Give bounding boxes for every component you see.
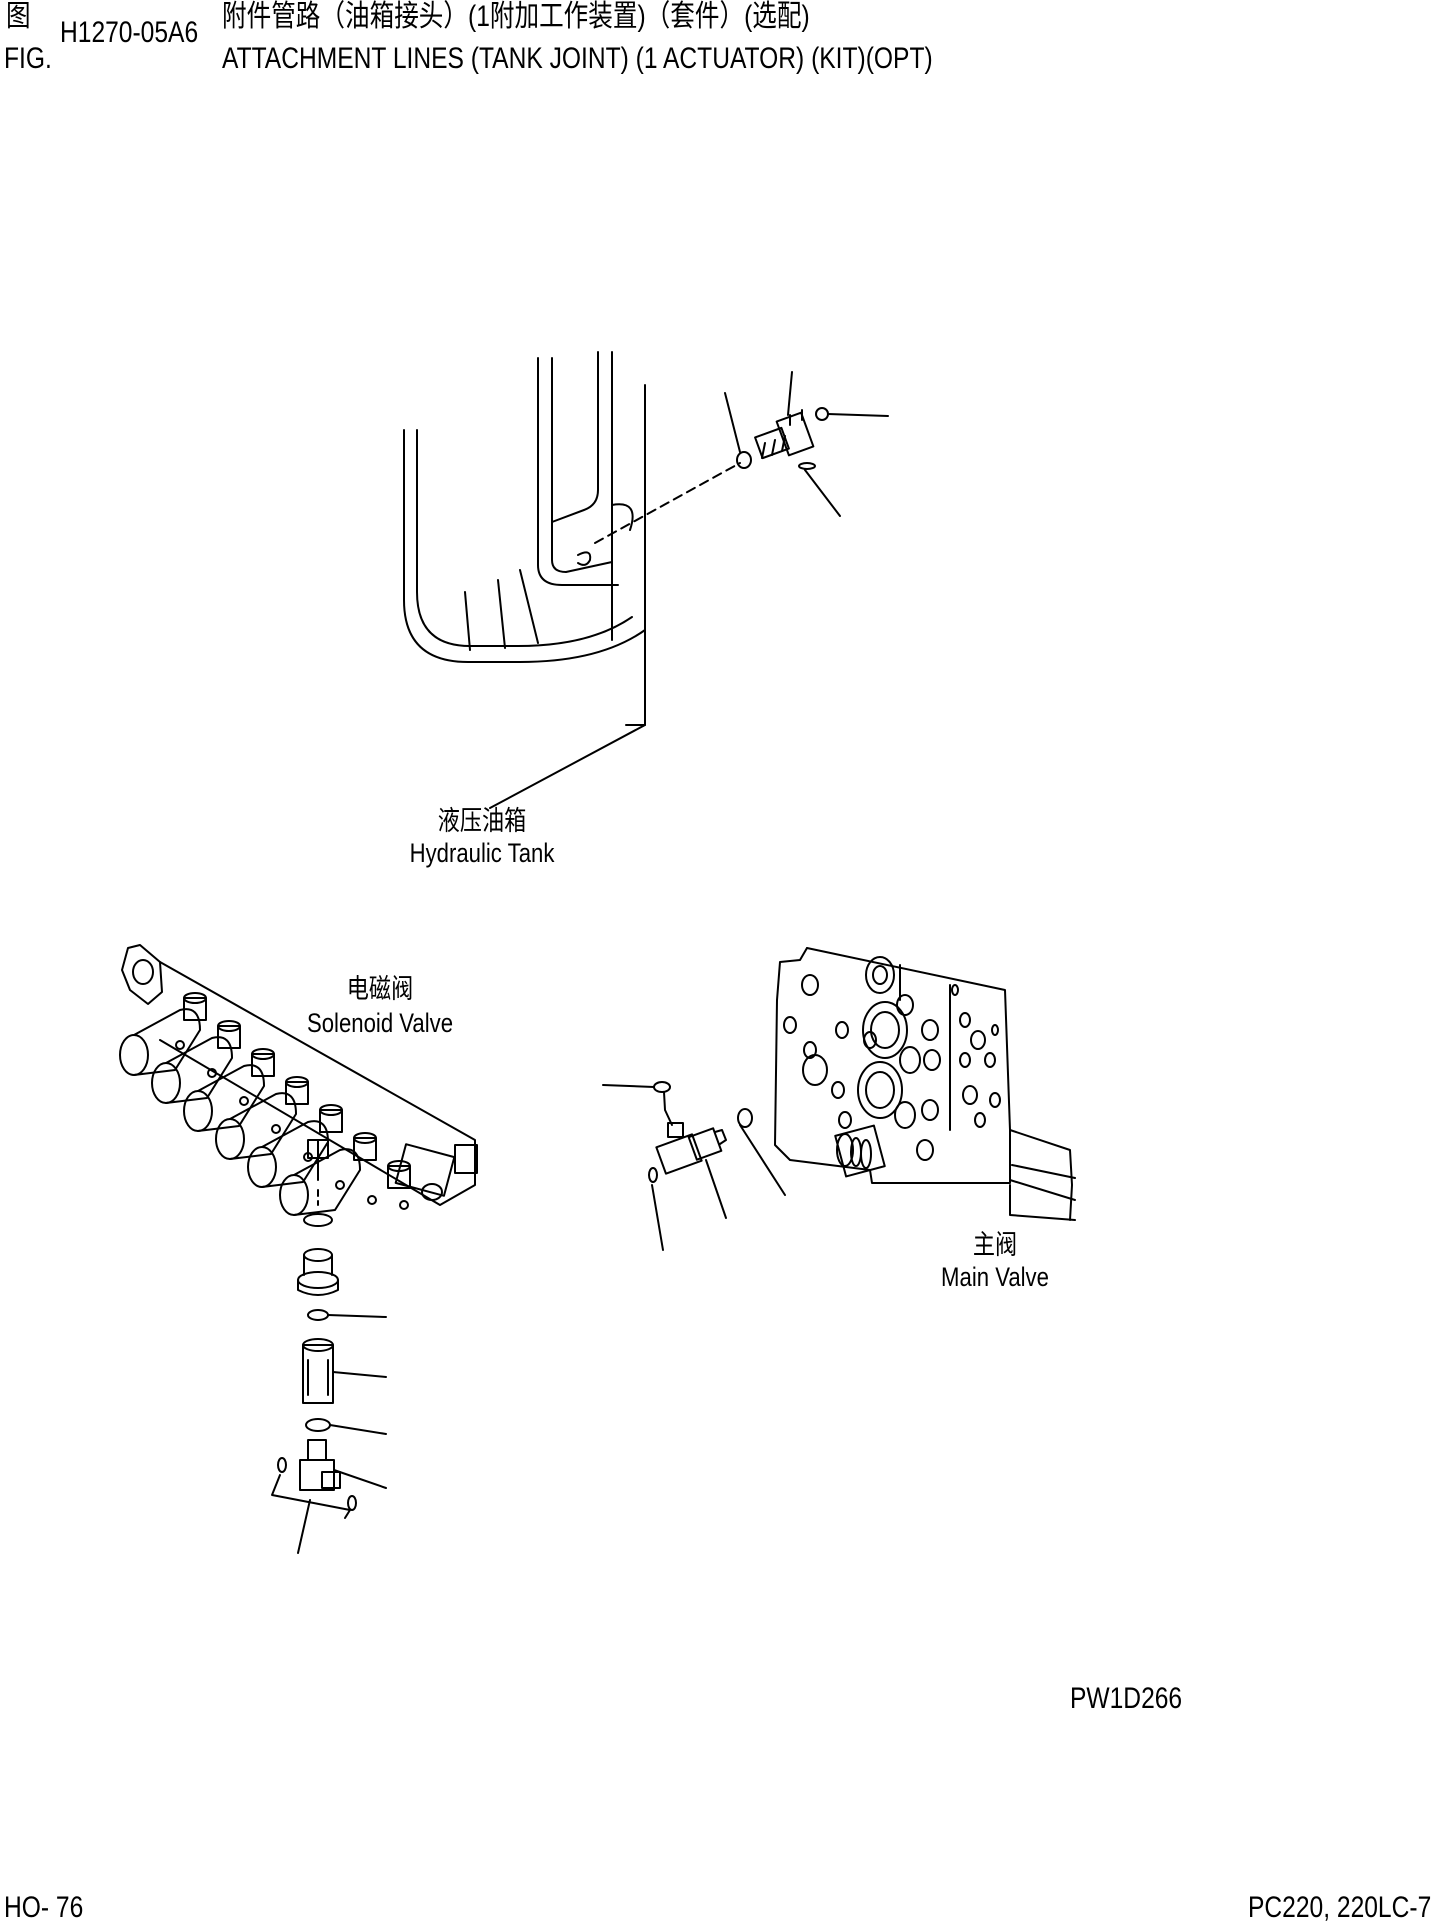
solenoid-fitting-stack (272, 1190, 386, 1553)
main-valve (775, 948, 1075, 1220)
label-solenoid-valve-cn: 电磁阀 (346, 974, 414, 1004)
title-english: ATTACHMENT LINES (TANK JOINT) (1 ACTUATO… (222, 42, 933, 75)
label-hydraulic-tank-cn: 液压油箱 (437, 806, 527, 836)
solenoid-valve-assembly (120, 945, 477, 1215)
fig-label-cn: 图 (6, 0, 31, 33)
title-chinese: 附件管路（油箱接头）(1附加工作装置)（套件）(选配) (222, 0, 810, 33)
model-number: PC220, 220LC-7 (1248, 1891, 1432, 1924)
figure-number: H1270-05A6 (60, 16, 199, 49)
main-valve-fitting-group (603, 1082, 785, 1250)
drawing-code: PW1D266 (1070, 1682, 1183, 1715)
fig-label-en: FIG. (4, 42, 52, 75)
hydraulic-tank (404, 352, 645, 808)
label-main-valve-cn: 主阀 (972, 1230, 1018, 1260)
label-solenoid-valve-en: Solenoid Valve (306, 1008, 454, 1038)
label-main-valve-en: Main Valve (941, 1262, 1049, 1292)
tank-fitting-group (595, 372, 888, 543)
label-hydraulic-tank-en: Hydraulic Tank (409, 838, 555, 868)
page-number: HO- 76 (4, 1891, 84, 1924)
